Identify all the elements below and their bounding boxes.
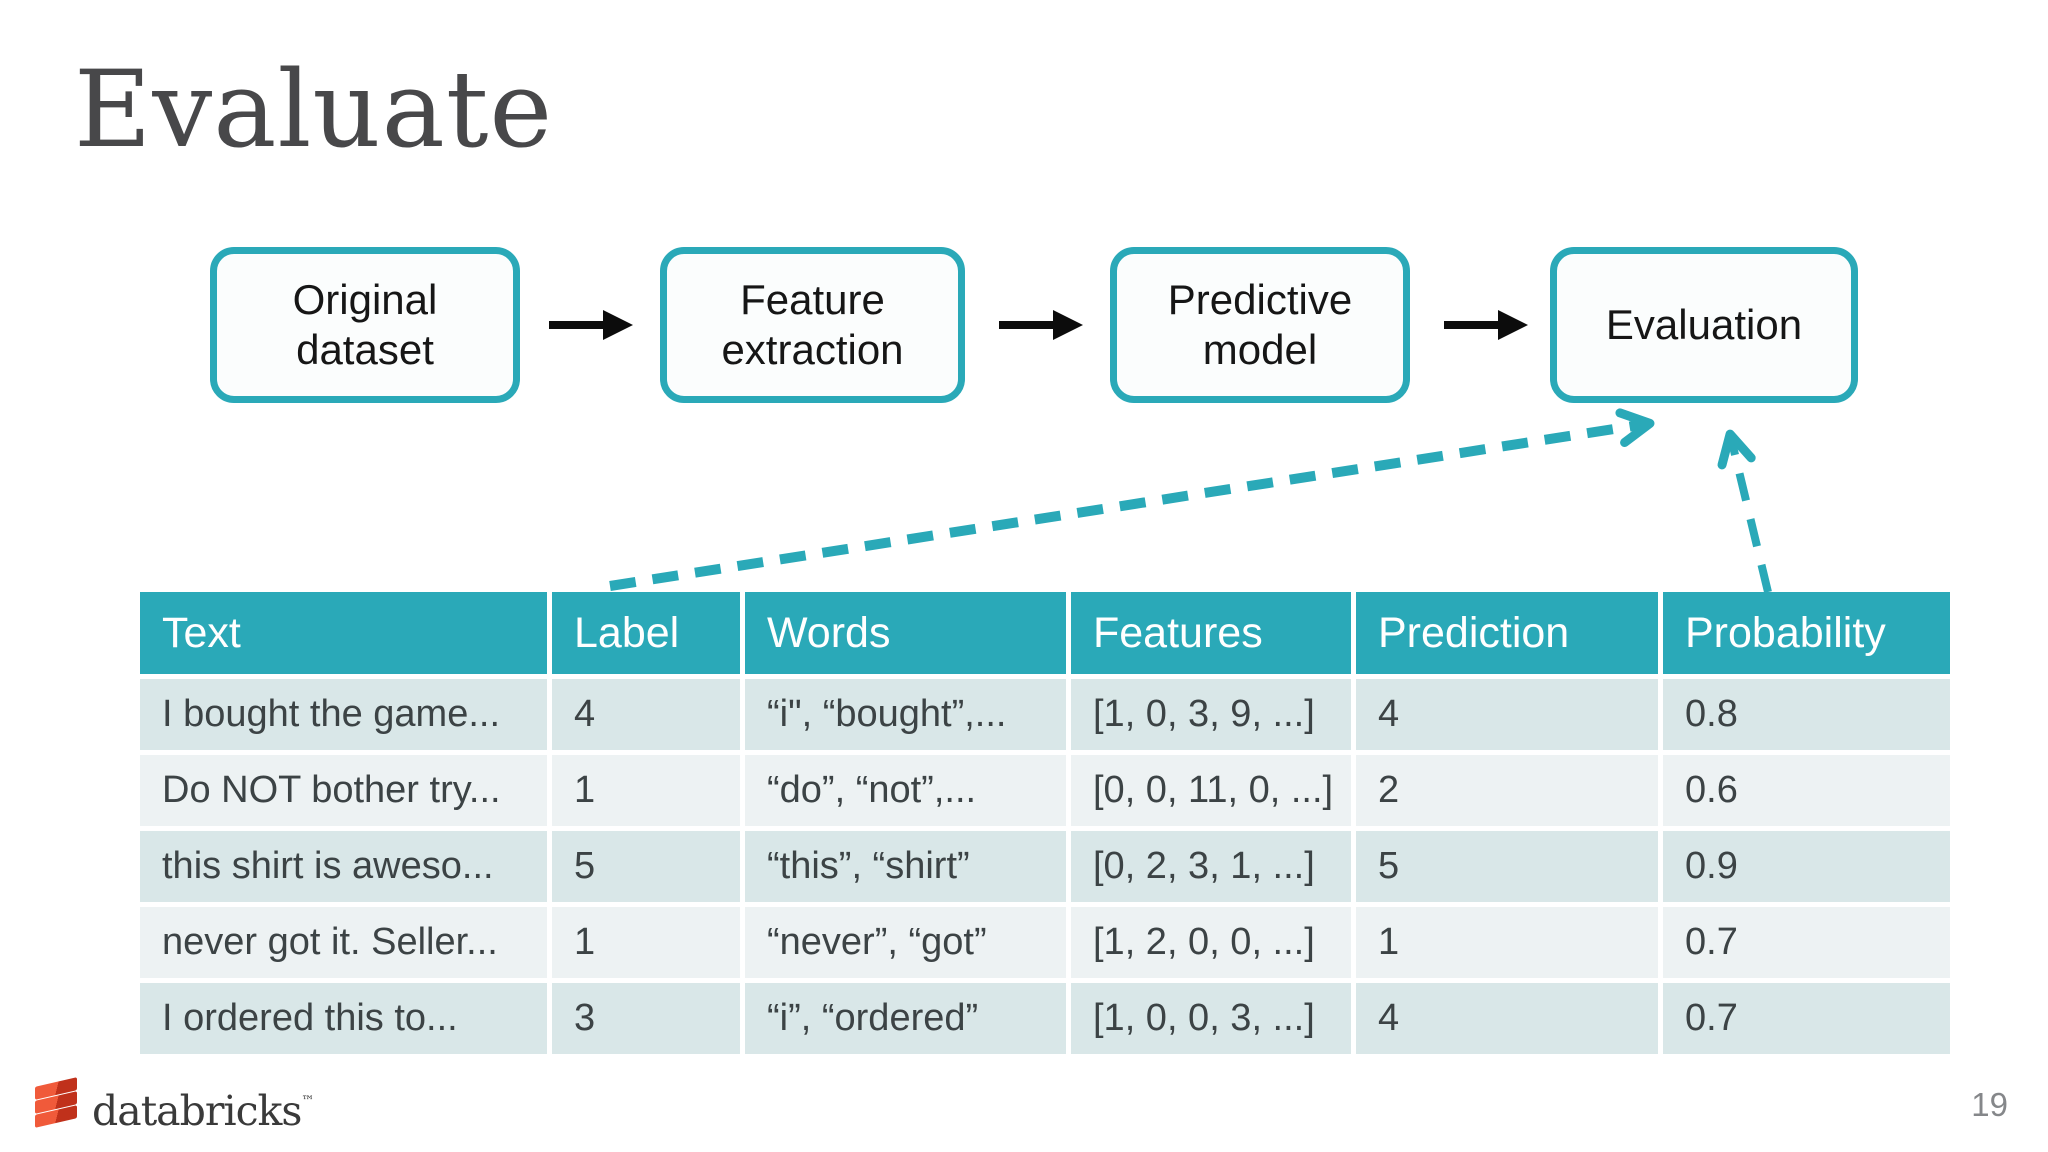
table-cell: 3 xyxy=(552,983,740,1054)
table-cell: “this”, “shirt” xyxy=(745,831,1066,902)
table-cell: [0, 0, 11, 0, ...] xyxy=(1071,755,1351,826)
flow-step-feature-extraction: Feature extraction xyxy=(660,247,965,403)
table-cell: Do NOT bother try... xyxy=(140,755,547,826)
table-cell: “i”, “ordered” xyxy=(745,983,1066,1054)
table-cell: 0.7 xyxy=(1663,907,1950,978)
table-cell: [0, 2, 3, 1, ...] xyxy=(1071,831,1351,902)
table-cell: “never”, “got” xyxy=(745,907,1066,978)
table-cell: 0.9 xyxy=(1663,831,1950,902)
table-cell: 0.8 xyxy=(1663,679,1950,750)
table-cell: 4 xyxy=(1356,983,1658,1054)
table-cell: this shirt is aweso... xyxy=(140,831,547,902)
column-header-prediction: Prediction xyxy=(1356,592,1658,674)
table-cell: 1 xyxy=(552,755,740,826)
table-cell: “do”, “not”,... xyxy=(745,755,1066,826)
table-cell: I bought the game... xyxy=(140,679,547,750)
column-header-words: Words xyxy=(745,592,1066,674)
table-cell: I ordered this to... xyxy=(140,983,547,1054)
flow-step-label: Evaluation xyxy=(1605,301,1803,349)
results-table: Text Label Words Features Prediction Pro… xyxy=(140,592,1950,1054)
column-header-probability: Probability xyxy=(1663,592,1950,674)
table-cell: 0.6 xyxy=(1663,755,1950,826)
table-cell: 5 xyxy=(1356,831,1658,902)
table-cell: [1, 0, 0, 3, ...] xyxy=(1071,983,1351,1054)
table-cell: never got it. Seller... xyxy=(140,907,547,978)
flow-arrow-icon xyxy=(1444,310,1528,340)
databricks-logo: databricks™ xyxy=(30,1076,314,1135)
table-cell: 2 xyxy=(1356,755,1658,826)
flow-arrow-icon xyxy=(549,310,633,340)
flow-step-label: Feature extraction xyxy=(721,276,904,373)
column-header-text: Text xyxy=(140,592,547,674)
table-cell: 0.7 xyxy=(1663,983,1950,1054)
page-number: 19 xyxy=(1971,1086,2008,1123)
column-header-features: Features xyxy=(1071,592,1351,674)
flow-step-label: Original dataset xyxy=(292,276,438,373)
table-cell: [1, 2, 0, 0, ...] xyxy=(1071,907,1351,978)
table-cell: [1, 0, 3, 9, ...] xyxy=(1071,679,1351,750)
dashed-arrow-probability-to-evaluation xyxy=(1717,429,1772,593)
trademark-symbol: ™ xyxy=(301,1094,314,1109)
table-cell: 1 xyxy=(552,907,740,978)
databricks-wordmark-text: databricks xyxy=(92,1087,302,1135)
column-header-label: Label xyxy=(552,592,740,674)
slide-title: Evaluate xyxy=(74,48,554,171)
dashed-arrow-table-to-evaluation xyxy=(609,408,1655,591)
flow-step-label: Predictive model xyxy=(1167,276,1353,373)
flow-step-original-dataset: Original dataset xyxy=(210,247,520,403)
flow-arrow-icon xyxy=(999,310,1083,340)
databricks-logo-icon xyxy=(30,1076,82,1128)
table-cell: 4 xyxy=(552,679,740,750)
databricks-wordmark: databricks™ xyxy=(92,1076,314,1137)
flow-step-evaluation: Evaluation xyxy=(1550,247,1858,403)
table-cell: “i", “bought”,... xyxy=(745,679,1066,750)
flow-step-predictive-model: Predictive model xyxy=(1110,247,1410,403)
table-cell: 5 xyxy=(552,831,740,902)
table-cell: 1 xyxy=(1356,907,1658,978)
table-cell: 4 xyxy=(1356,679,1658,750)
